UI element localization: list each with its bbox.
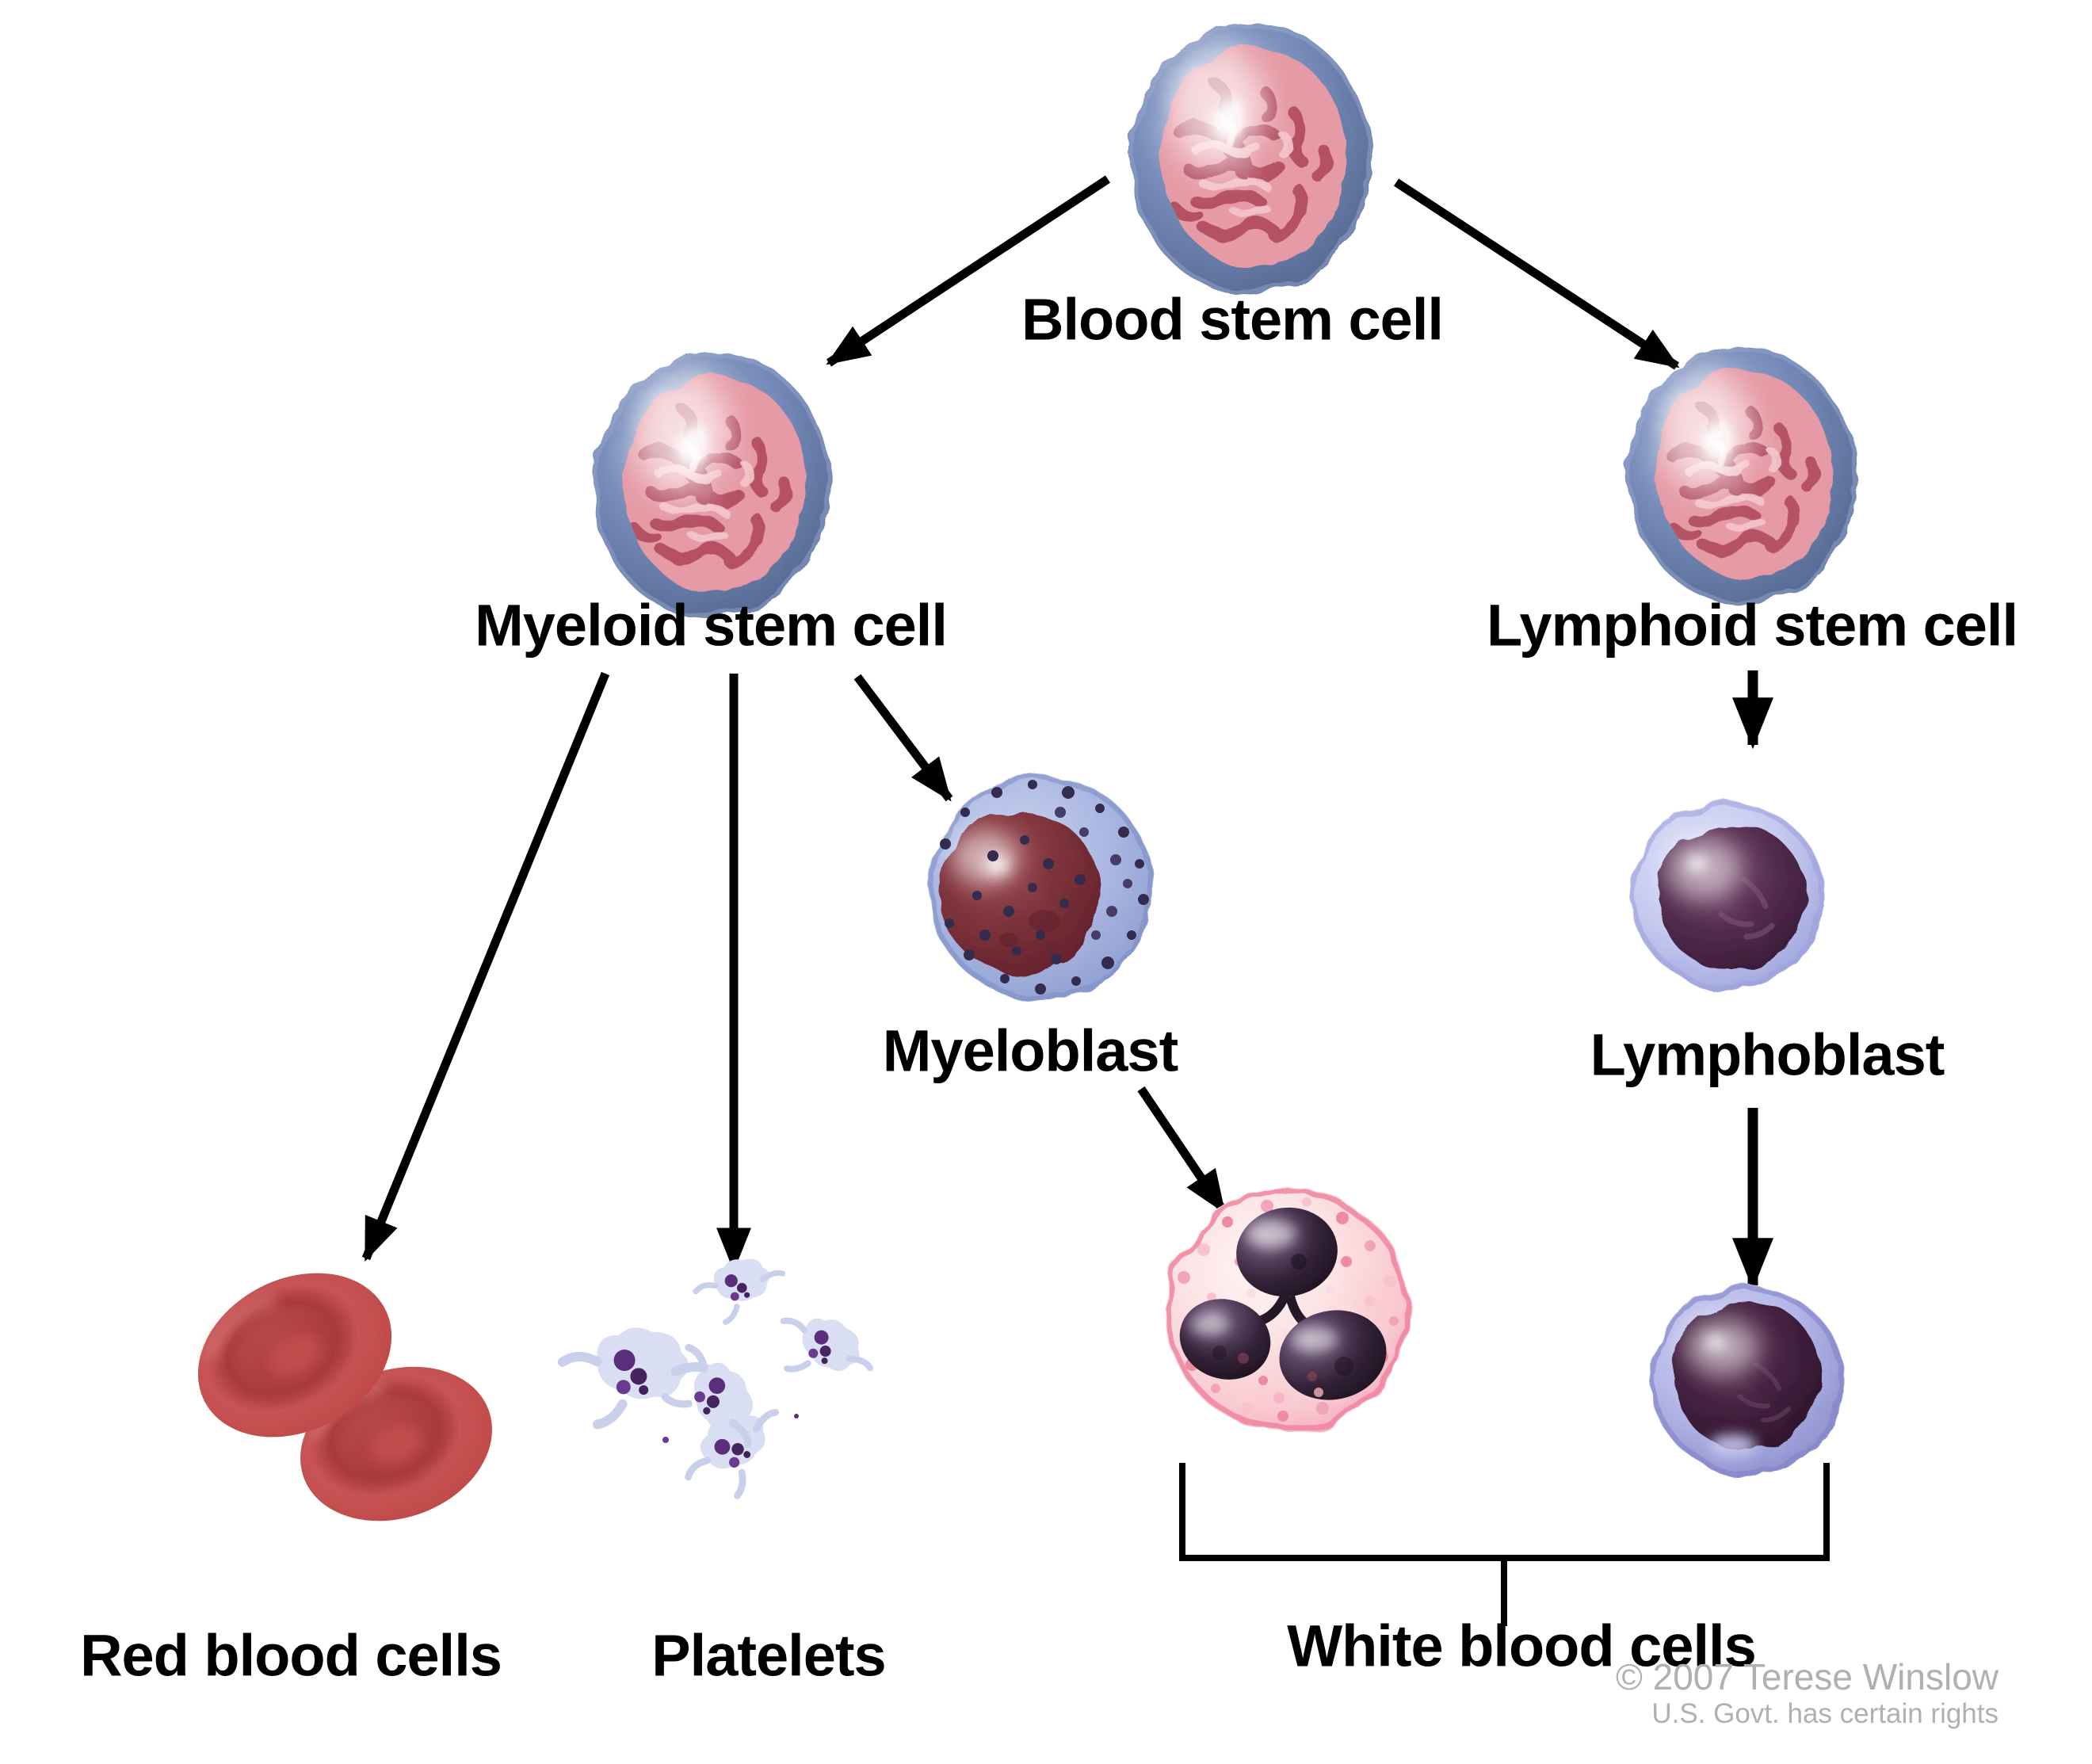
label-lymphoblast: Lymphoblast bbox=[1590, 1021, 1945, 1088]
credit-line-2: U.S. Govt. has certain rights bbox=[1651, 1697, 1998, 1729]
platelets-illustration bbox=[549, 1259, 880, 1511]
label-red-blood-cells: Red blood cells bbox=[80, 1622, 502, 1689]
arrow-myeloid-to-rbc bbox=[361, 671, 610, 1262]
label-blood-stem-cell: Blood stem cell bbox=[1021, 286, 1444, 353]
white-blood-cells-bracket bbox=[1179, 1463, 1830, 1626]
arrow-blood-to-lymphoid bbox=[1393, 178, 1680, 370]
label-myeloblast: Myeloblast bbox=[882, 1018, 1178, 1084]
credit-line-1: © 2007 Terese Winslow bbox=[1615, 1656, 1998, 1697]
arrow-myeloblast-to-granulocyte bbox=[1137, 1086, 1227, 1214]
myeloblast-granules bbox=[940, 780, 1149, 995]
granulocyte-nucleus bbox=[1179, 1207, 1387, 1400]
myeloblast-illustration bbox=[928, 775, 1153, 1000]
lymphoid-stem-cell-illustration bbox=[1616, 337, 1868, 614]
copyright-credit: © 2007 Terese Winslow U.S. Govt. has cer… bbox=[1616, 1656, 1998, 1730]
arrow-blood-to-myeloid bbox=[826, 175, 1111, 367]
red-blood-cells-illustration bbox=[170, 1241, 513, 1547]
lymphocyte-illustration bbox=[1651, 1286, 1844, 1475]
granulocyte-illustration bbox=[1164, 1186, 1410, 1432]
lymphoblast-illustration bbox=[1631, 802, 1824, 989]
label-white-blood-cells: White blood cells bbox=[1287, 1613, 1756, 1679]
blood-stem-cell-illustration bbox=[1129, 23, 1372, 295]
myeloid-stem-cell-illustration bbox=[584, 344, 840, 626]
diagram-arrows bbox=[361, 175, 1773, 1290]
label-myeloid-stem-cell: Myeloid stem cell bbox=[475, 592, 948, 659]
label-lymphoid-stem-cell: Lymphoid stem cell bbox=[1486, 592, 2018, 659]
label-platelets: Platelets bbox=[651, 1622, 886, 1689]
arrow-myeloid-to-myeloblast bbox=[853, 674, 953, 802]
